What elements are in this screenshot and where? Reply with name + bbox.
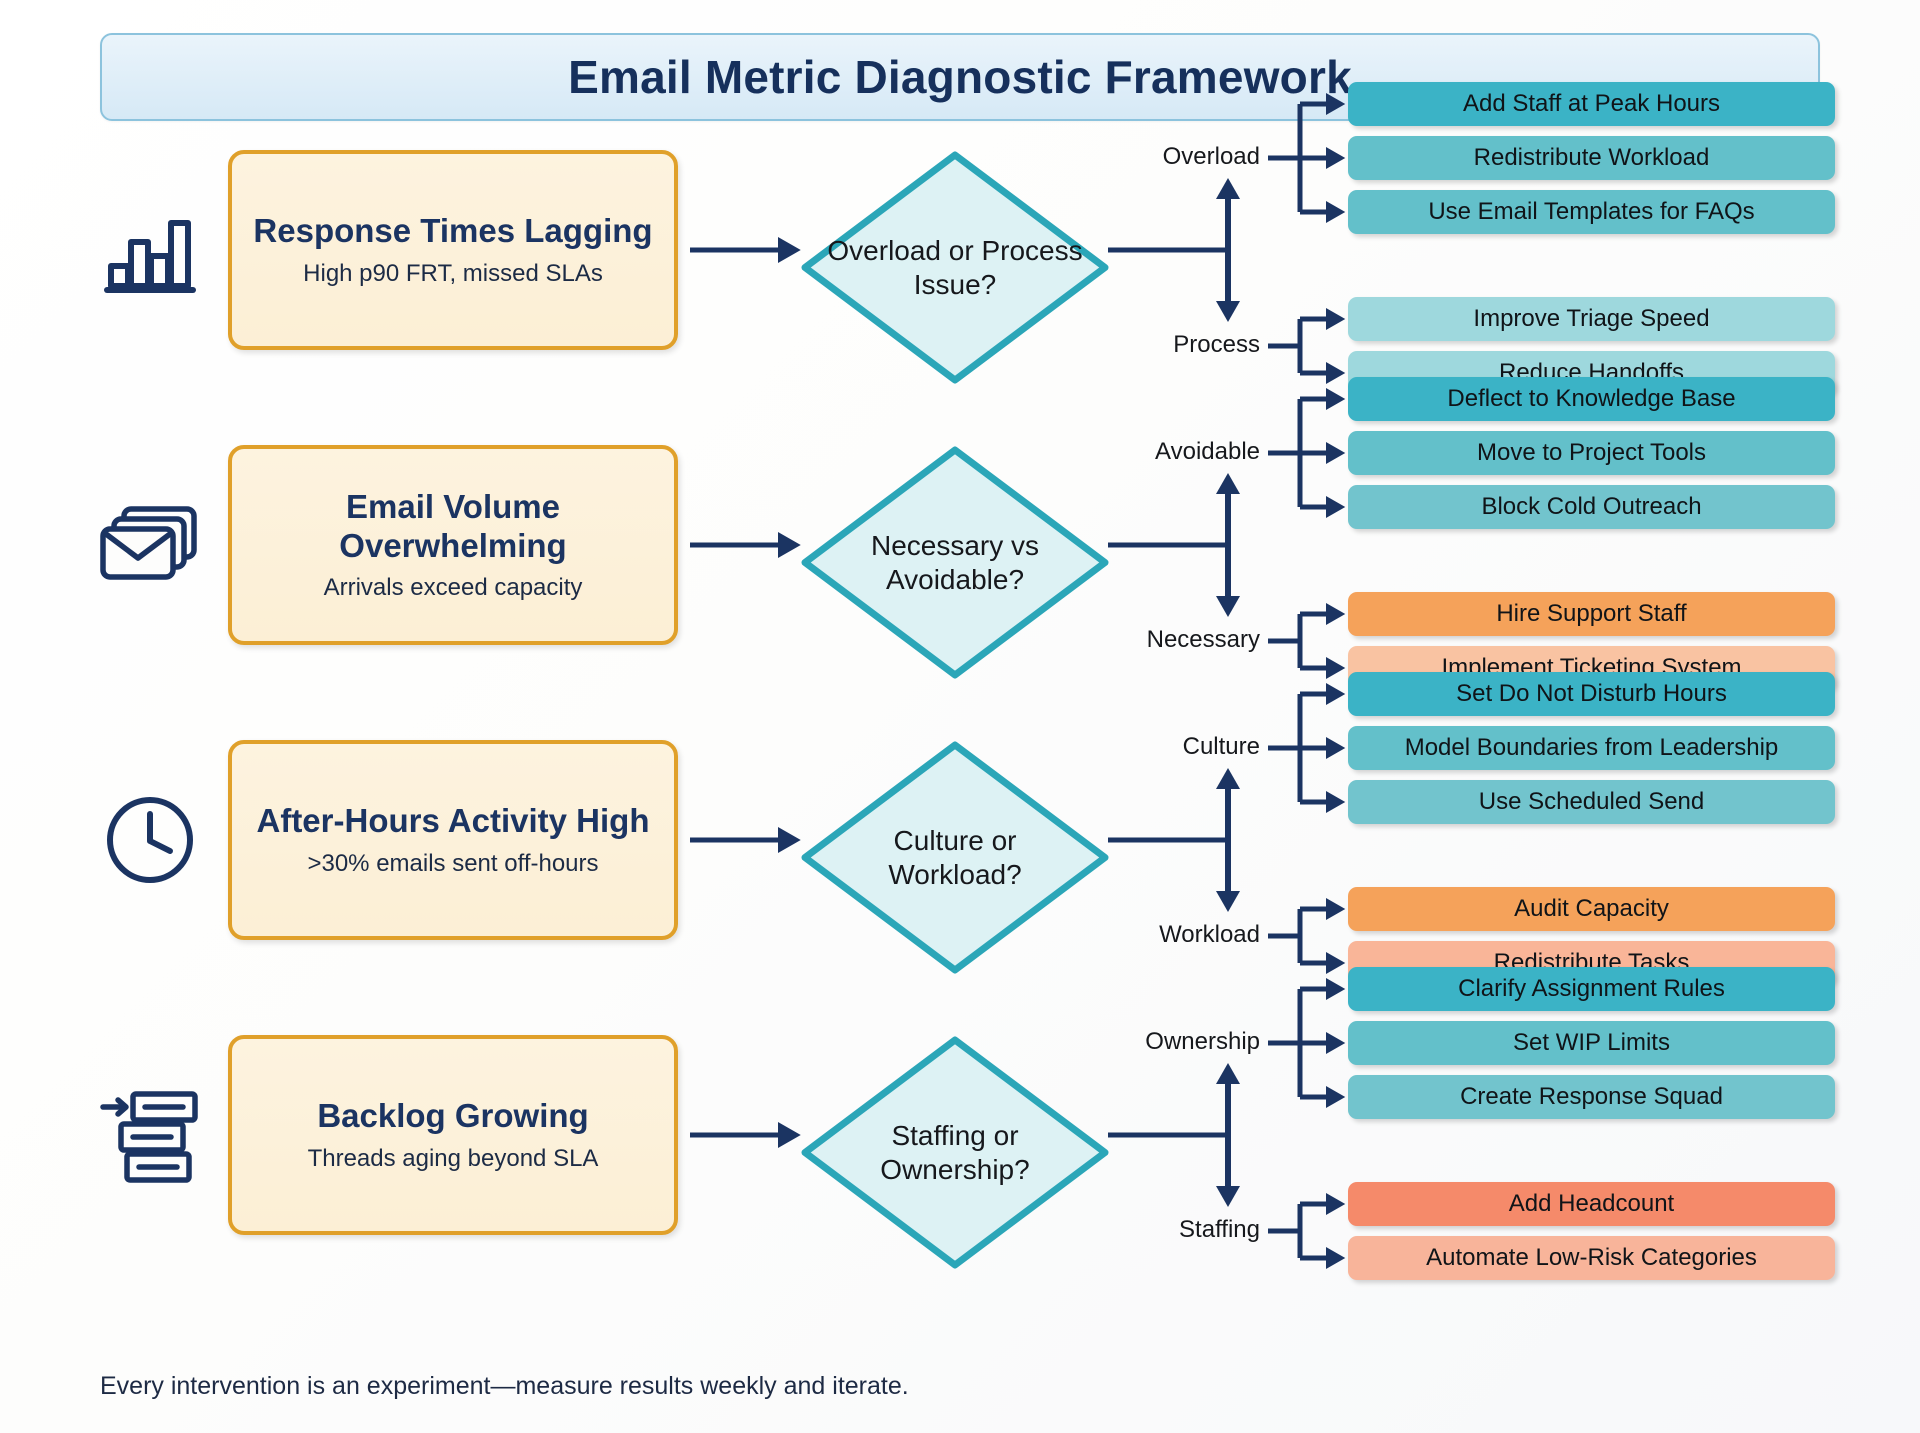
action-box[interactable]: Automate Low-Risk Categories [1348, 1236, 1835, 1280]
problem-title: Backlog Growing [317, 1097, 589, 1135]
action-box[interactable]: Set WIP Limits [1348, 1021, 1835, 1065]
bar-chart-icon [90, 150, 210, 350]
action-box[interactable]: Improve Triage Speed [1348, 297, 1835, 341]
branch-label: Culture [1182, 733, 1260, 760]
action-box[interactable]: Redistribute Workload [1348, 136, 1835, 180]
problem-subtitle: Threads aging beyond SLA [307, 1144, 599, 1172]
branch-label: Process [1173, 331, 1260, 358]
branch-label: Workload [1159, 921, 1260, 948]
branch-label: Necessary [1146, 626, 1260, 653]
action-box[interactable]: Audit Capacity [1348, 887, 1835, 931]
problem-box-3[interactable]: After-Hours Activity High >30% emails sen… [228, 740, 678, 940]
footer-note: Every intervention is an experiment—meas… [100, 1372, 909, 1400]
problem-subtitle: Arrivals exceed capacity [323, 574, 583, 602]
branch-label: Overload [1162, 143, 1260, 170]
action-box[interactable]: Add Headcount [1348, 1182, 1835, 1226]
action-box[interactable]: Use Scheduled Send [1348, 780, 1835, 824]
branch-label: Staffing [1179, 1216, 1260, 1243]
problem-title: After-Hours Activity High [256, 802, 650, 840]
page-title-banner: Email Metric Diagnostic Framework [100, 33, 1820, 121]
branch-label: Ownership [1145, 1028, 1260, 1055]
action-box[interactable]: Add Staff at Peak Hours [1348, 82, 1835, 126]
action-box[interactable]: Hire Support Staff [1348, 592, 1835, 636]
action-box[interactable]: Model Boundaries from Leadership [1348, 726, 1835, 770]
problem-title: Email Volume Overwhelming [339, 487, 567, 564]
problem-title: Response Times Lagging [253, 212, 653, 250]
page-title: Email Metric Diagnostic Framework [568, 51, 1352, 103]
action-box[interactable]: Set Do Not Disturb Hours [1348, 672, 1835, 716]
action-box[interactable]: Use Email Templates for FAQs [1348, 190, 1835, 234]
action-box[interactable]: Move to Project Tools [1348, 431, 1835, 475]
branch-label: Avoidable [1155, 438, 1260, 465]
envelopes-icon [90, 445, 210, 645]
clock-icon [90, 740, 210, 940]
action-box[interactable]: Create Response Squad [1348, 1075, 1835, 1119]
action-box[interactable]: Clarify Assignment Rules [1348, 967, 1835, 1011]
backlog-stack-icon [90, 1035, 210, 1235]
problem-subtitle: High p90 FRT, missed SLAs [303, 259, 603, 287]
action-box[interactable]: Block Cold Outreach [1348, 485, 1835, 529]
problem-subtitle: >30% emails sent off-hours [307, 849, 599, 877]
action-box[interactable]: Deflect to Knowledge Base [1348, 377, 1835, 421]
